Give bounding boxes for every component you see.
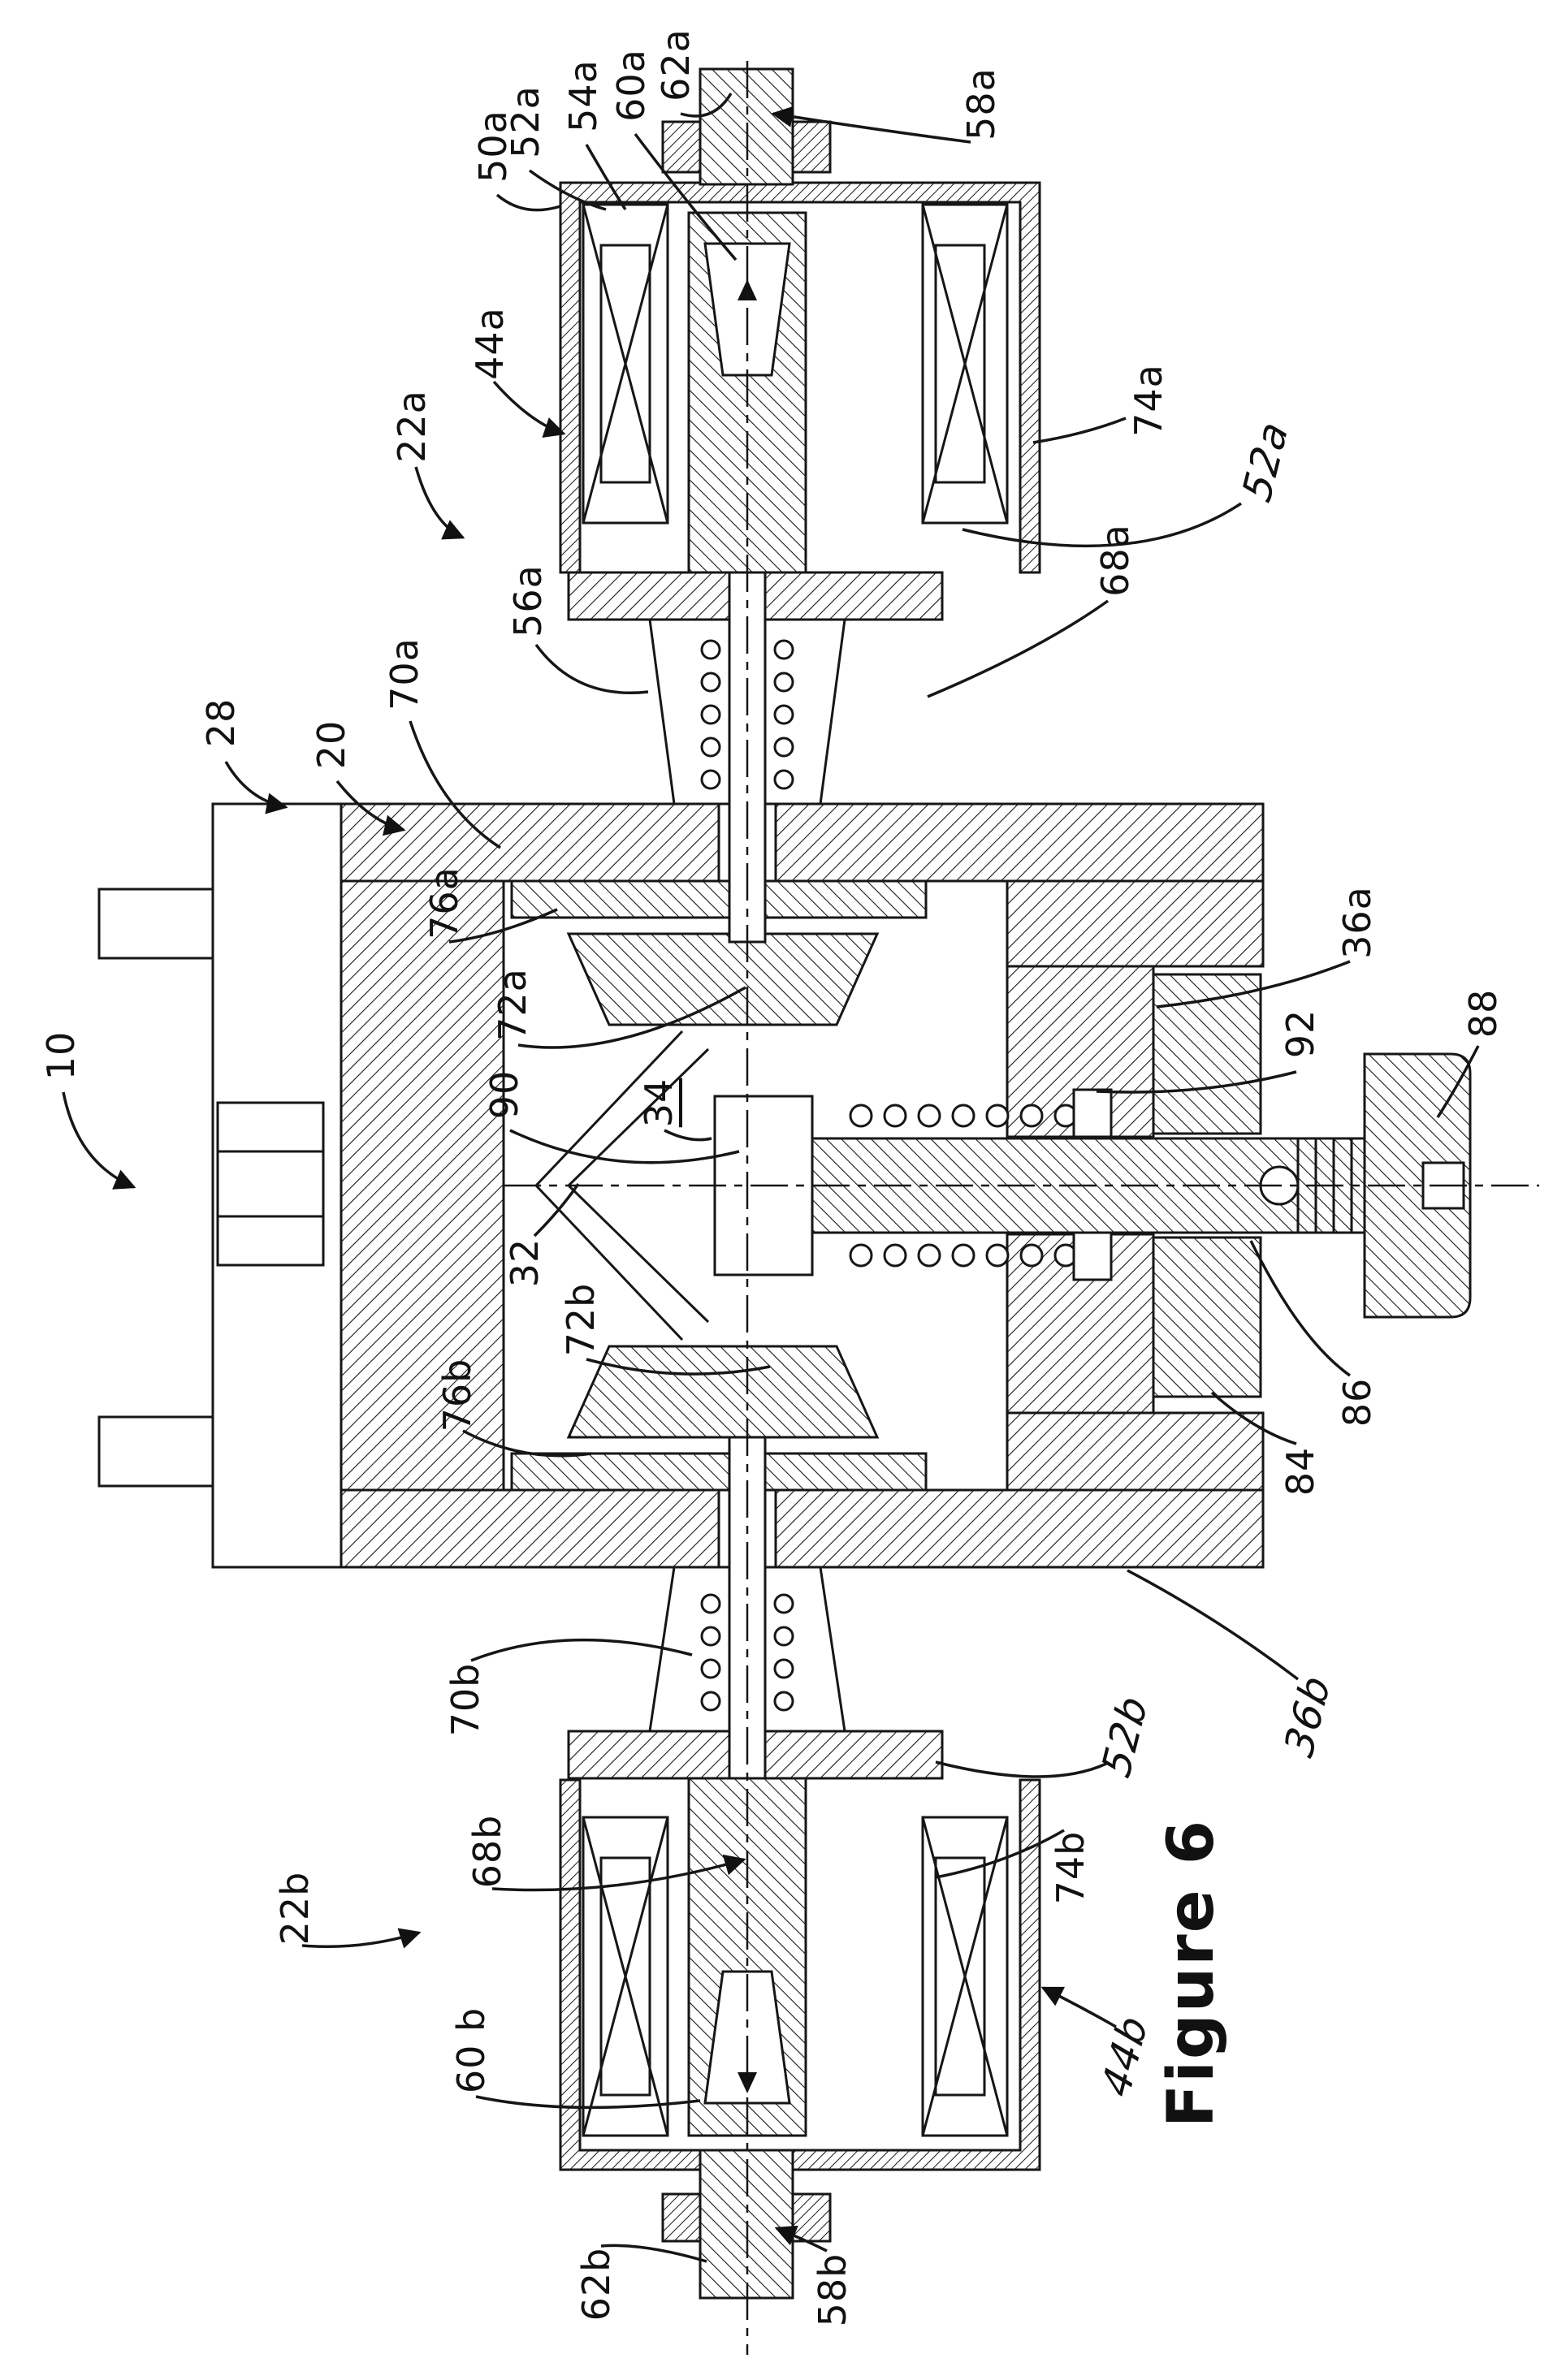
nut-a-left xyxy=(661,120,702,174)
spring-retainer-lower xyxy=(1072,1231,1113,1281)
leader-lines xyxy=(62,93,1480,2263)
ref-label-52a: 52a xyxy=(504,85,547,158)
ref-label-58a: 58a xyxy=(959,67,1003,140)
leader-86 xyxy=(1249,1240,1352,1377)
leader-76a xyxy=(448,908,558,944)
ref-label-32: 32 xyxy=(503,1238,547,1288)
ref-label-44a: 44a xyxy=(468,307,512,380)
poppet-b xyxy=(566,1345,880,1439)
seat-plate-b xyxy=(510,1452,928,1492)
ref-label-20: 20 xyxy=(309,719,353,770)
ref-label-92: 92 xyxy=(1278,1009,1322,1059)
leader-62a xyxy=(680,93,733,118)
ref-label-86: 86 xyxy=(1335,1377,1379,1428)
centerlines xyxy=(504,61,1539,2355)
leader-60a xyxy=(634,132,738,261)
stud-lower xyxy=(97,1415,214,1488)
leader-72a xyxy=(517,986,746,1049)
leader-22b xyxy=(301,1928,422,1949)
ref-label-88: 88 xyxy=(1461,988,1505,1039)
leader-74b xyxy=(935,1829,1065,1879)
solenoid-a xyxy=(559,67,1041,574)
ref-label-72a: 72a xyxy=(491,968,534,1041)
leader-84 xyxy=(1210,1391,1297,1445)
ref-label-74a: 74a xyxy=(1127,364,1170,437)
leader-52b-hw xyxy=(935,1760,1107,1778)
ref-label-60a: 60a xyxy=(609,49,653,122)
nut-b-left xyxy=(661,2192,702,2243)
solenoid-b xyxy=(559,1777,1041,2300)
ref-label-62b: 62b xyxy=(574,2247,618,2322)
ref-label-84: 84 xyxy=(1278,1446,1322,1497)
leader-34 xyxy=(664,1129,712,1142)
can-b xyxy=(559,1778,1041,2171)
adjuster-upper xyxy=(1152,973,1262,1135)
ref-label-90: 90 xyxy=(482,1069,526,1120)
leader-72b xyxy=(586,1358,771,1376)
spring-retainer-upper xyxy=(1072,1088,1113,1138)
adjuster-lower xyxy=(1152,1236,1262,1398)
leader-54a xyxy=(585,144,627,210)
ref-label-54a: 54a xyxy=(561,59,605,132)
leader-58b xyxy=(774,2225,828,2253)
spring-b xyxy=(700,1593,794,1712)
leader-58a xyxy=(771,106,971,144)
leader-50a xyxy=(495,193,561,212)
leader-10 xyxy=(62,1091,136,1190)
leader-62b xyxy=(600,2244,707,2263)
ref-label-58b: 58b xyxy=(811,2253,854,2327)
leader-32 xyxy=(533,1183,580,1238)
leader-60b xyxy=(475,2095,701,2110)
leader-36a xyxy=(1156,960,1351,1009)
leader-70b xyxy=(470,1638,693,1662)
nut-b-right xyxy=(791,2192,832,2243)
ref-label-22b: 22b xyxy=(273,1871,317,1946)
nut-a-right xyxy=(791,120,832,174)
ref-label-60b: 60 b xyxy=(449,2006,493,2094)
valve-internals xyxy=(510,879,928,1492)
leader-28 xyxy=(224,761,288,814)
leader-22a xyxy=(414,466,465,540)
can-a xyxy=(559,181,1041,574)
ref-label-36a: 36a xyxy=(1335,886,1379,959)
leader-70a xyxy=(409,720,501,849)
ref-label-28: 28 xyxy=(199,698,243,748)
leader-36b-hw xyxy=(1127,1569,1300,1681)
leader-20 xyxy=(335,780,406,836)
ref-label-70a: 70a xyxy=(383,637,426,711)
spring-a xyxy=(700,639,794,790)
leader-88 xyxy=(1436,1045,1480,1118)
leader-68b xyxy=(491,1854,746,1892)
stud-upper xyxy=(97,888,214,960)
flow-arrow-a xyxy=(738,279,757,300)
ref-label-68b: 68b xyxy=(465,1814,509,1889)
leader-92 xyxy=(1096,1070,1297,1094)
ref-label-68a: 68a xyxy=(1093,524,1137,597)
ref-label-72b: 72b xyxy=(559,1282,603,1357)
leader-44a xyxy=(492,380,566,438)
ref-label-76a: 76a xyxy=(422,866,466,939)
ref-label-76b: 76b xyxy=(435,1358,479,1432)
leader-52a-hw xyxy=(962,502,1242,548)
figure-caption: Figure 6 xyxy=(1155,1818,1228,2128)
ref-label-10: 10 xyxy=(39,1030,83,1081)
hex-bolt xyxy=(216,1101,325,1267)
leader-52a xyxy=(528,169,607,211)
ref-label-74b: 74b xyxy=(1049,1830,1092,1905)
leader-90 xyxy=(509,1129,740,1164)
ref-label-22a: 22a xyxy=(390,390,434,463)
ref-label-56a: 56a xyxy=(506,564,550,637)
spring-shaft xyxy=(849,1104,1078,1268)
ref-label-62a: 62a xyxy=(654,28,698,102)
seat-plate-a xyxy=(510,879,928,919)
ref-label-70b: 70b xyxy=(443,1662,487,1737)
leader-76b xyxy=(462,1429,592,1458)
leader-56a xyxy=(534,643,649,694)
leader-74a xyxy=(1032,417,1127,444)
leader-44b-hw xyxy=(1040,1986,1117,2028)
leader-68a xyxy=(927,599,1110,698)
ref-label-34: 34 xyxy=(637,1078,681,1128)
poppet-a xyxy=(566,932,880,1026)
